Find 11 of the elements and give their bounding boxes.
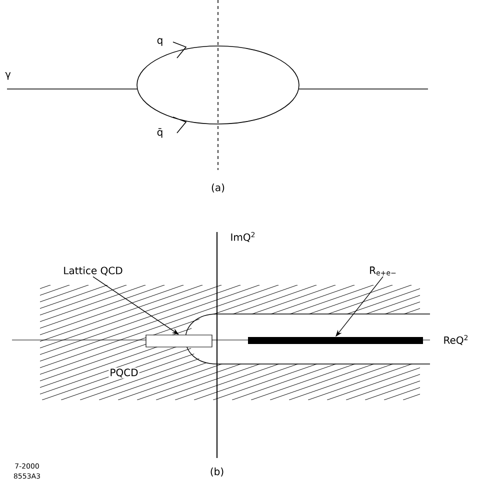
axis-label: ImQ$^{2}$ xyxy=(231,232,255,242)
particle-label: q xyxy=(157,38,162,46)
region-label: PQCD xyxy=(108,368,140,378)
panel-label: (b) xyxy=(210,468,224,476)
panel-label: (a) xyxy=(212,184,224,192)
greek-letter-label: γ xyxy=(5,72,11,80)
callout-label: Lattice QCD xyxy=(64,266,122,276)
axis-label: ReQ$^{2}$ xyxy=(444,334,468,346)
particle-label: q̄ xyxy=(157,128,162,138)
lattice-box xyxy=(146,334,212,348)
callout-label: R$_{e+e−}$ xyxy=(370,266,396,276)
